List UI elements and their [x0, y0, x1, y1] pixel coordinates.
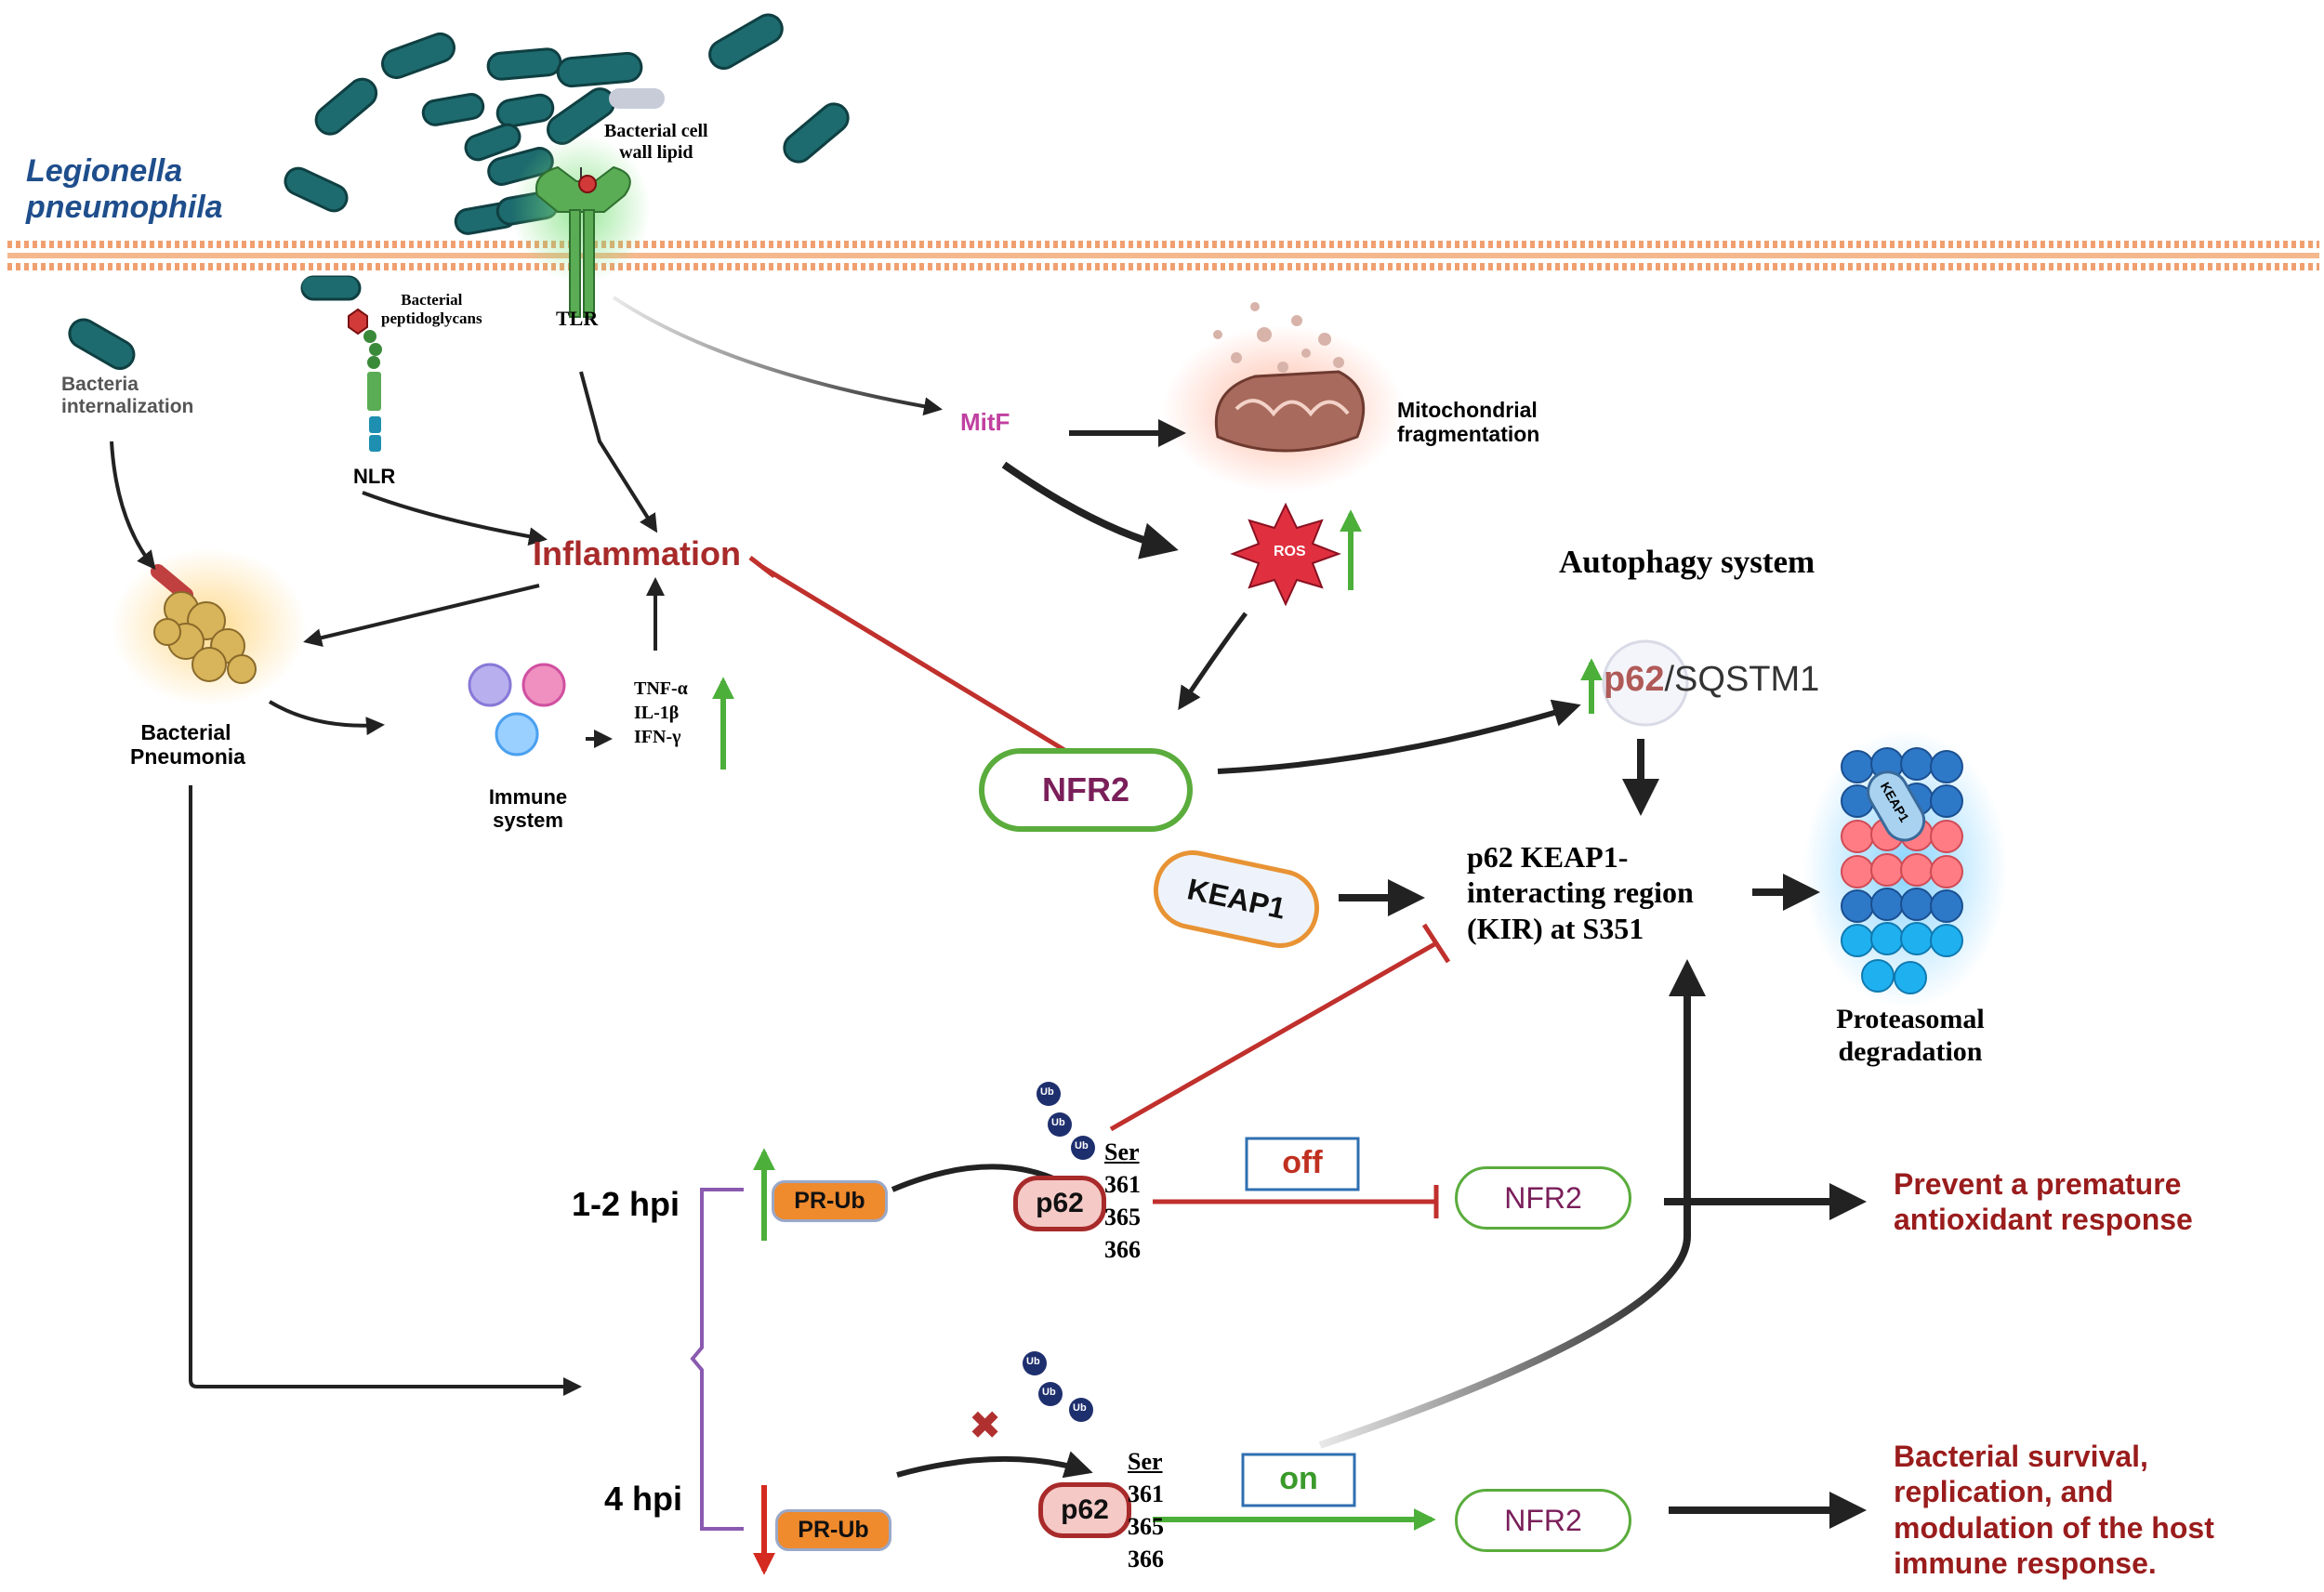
ub-label: Ub — [1075, 1140, 1089, 1151]
tlr-label: TLR — [556, 307, 599, 330]
lung-alveoli-icon — [112, 548, 307, 706]
proteasomal-line2: degradation — [1838, 1035, 1983, 1067]
ros-label: ROS — [1274, 544, 1306, 559]
ub-label: Ub — [1042, 1387, 1056, 1398]
blocked-x-icon: ✖ — [969, 1403, 1002, 1447]
signal-arrows — [110, 296, 1867, 1529]
mito-label: Mitochondrial fragmentation — [1397, 398, 1539, 447]
early-time-label: 1-2 hpi — [572, 1185, 680, 1223]
autophagy-title: Autophagy system — [1559, 544, 1816, 580]
regulation-arrows — [712, 509, 1603, 1575]
peptidoglycans-line2: peptidoglycans — [381, 309, 482, 327]
early-residue-365: 365 — [1104, 1204, 1141, 1231]
late-residue-365: 365 — [1128, 1513, 1164, 1541]
late-outcome-line2: replication, and — [1894, 1475, 2114, 1509]
late-outcome: Bacterial survival, replication, and mod… — [1894, 1439, 2214, 1582]
immune-line2: system — [493, 809, 563, 833]
early-prub-badge: PR-Ub — [772, 1180, 888, 1222]
early-residue-361: 361 — [1104, 1171, 1141, 1199]
immune-line1: Immune — [488, 785, 568, 809]
late-nfr2-node: NFR2 — [1455, 1489, 1631, 1552]
cell-membrane — [7, 241, 2319, 270]
proteasomal-label: Proteasomal degradation — [1808, 1004, 2013, 1068]
nlr-receptor-icon — [302, 277, 382, 452]
late-residue-list: Ser 361 365 366 — [1128, 1445, 1164, 1575]
cytokine-list: TNF-α IL-1β IFN-γ — [634, 677, 688, 749]
pneumonia-line2: Pneumonia — [130, 744, 245, 770]
proteasomal-line1: Proteasomal — [1836, 1004, 1985, 1034]
species-line2: pneumophila — [26, 190, 223, 226]
pneumonia-line1: Bacterial — [140, 720, 231, 744]
late-p62-node: p62 — [1038, 1482, 1131, 1538]
ub-label: Ub — [1026, 1356, 1040, 1367]
off-switch-box — [1245, 1137, 1360, 1191]
peptidoglycans-line1: Bacterial — [401, 291, 463, 309]
internalization-line1: Bacteria — [61, 374, 139, 395]
sqstm1-text: /SQSTM1 — [1664, 660, 1820, 699]
p62-halo — [1602, 639, 1689, 727]
early-ser-header: Ser — [1104, 1138, 1140, 1165]
ub-label: Ub — [1040, 1086, 1054, 1098]
late-outcome-line1: Bacterial survival, — [1894, 1440, 2148, 1473]
internalization-line2: internalization — [61, 396, 194, 418]
early-outcome-line1: Prevent a premature — [1894, 1167, 2182, 1201]
p62-text: p62 — [1604, 660, 1665, 699]
late-time-label: 4 hpi — [604, 1480, 683, 1518]
cytokine-tnf: TNF-α — [634, 678, 688, 699]
mitochondrion-icon — [1162, 302, 1404, 493]
kir-line1: p62 KEAP1- — [1467, 840, 1629, 874]
early-outcome: Prevent a premature antioxidant response — [1894, 1166, 2193, 1238]
ros-burst-icon — [1230, 502, 1341, 607]
pneumonia-label: Bacterial Pneumonia — [130, 720, 245, 770]
early-p62-node: p62 — [1013, 1176, 1106, 1231]
ub-label: Ub — [1073, 1402, 1087, 1414]
nfr2-node: NFR2 — [979, 748, 1193, 832]
immune-cells-icon — [468, 663, 566, 757]
late-ser-header: Ser — [1128, 1448, 1163, 1475]
peptidoglycans-label: Bacterial peptidoglycans — [381, 291, 482, 327]
tlr-receptor-icon — [511, 135, 651, 318]
mito-line1: Mitochondrial — [1397, 398, 1538, 422]
cytokine-ifng: IFN-γ — [634, 727, 681, 747]
mitf-label: MitF — [960, 408, 1010, 436]
late-residue-361: 361 — [1128, 1480, 1164, 1508]
time-brace — [690, 1188, 744, 1531]
p62-sqstm1-label: p62/SQSTM1 — [1604, 660, 1819, 701]
inhibition-lines — [748, 556, 1451, 1218]
ubiquitin-chain-icon — [1023, 1082, 1095, 1422]
species-title: Legionella pneumophila — [26, 153, 223, 226]
proteasome-icon — [1803, 730, 2008, 1008]
ub-label: Ub — [1051, 1117, 1065, 1128]
nlr-label: NLR — [353, 465, 396, 488]
on-switch-label: on — [1279, 1461, 1318, 1496]
late-outcome-line4: immune response. — [1894, 1546, 2157, 1581]
mito-line2: fragmentation — [1397, 422, 1540, 447]
late-outcome-line3: modulation of the host — [1894, 1510, 2214, 1545]
early-residue-list: Ser 361 365 366 — [1104, 1136, 1141, 1266]
kir-label: p62 KEAP1- interacting region (KIR) at S… — [1467, 839, 1694, 946]
species-line1: Legionella — [26, 153, 183, 189]
lipid-fragment-icon — [609, 88, 665, 109]
internalization-label: Bacteria internalization — [61, 374, 193, 418]
kir-line3: (KIR) at S351 — [1467, 911, 1644, 945]
cell-wall-lipid-line1: Bacterial cell — [604, 121, 708, 141]
on-switch-box — [1241, 1453, 1356, 1507]
early-outcome-line2: antioxidant response — [1894, 1203, 2193, 1237]
early-nfr2-node: NFR2 — [1455, 1166, 1631, 1230]
immune-label: Immune system — [477, 785, 579, 833]
inflammation-label: Inflammation — [533, 534, 742, 572]
late-residue-366: 366 — [1128, 1546, 1164, 1573]
cell-wall-lipid-label: Bacterial cell wall lipid — [604, 121, 708, 164]
cell-wall-lipid-line2: wall lipid — [619, 142, 693, 163]
late-prub-badge: PR-Ub — [775, 1509, 891, 1551]
off-switch-label: off — [1282, 1145, 1323, 1180]
early-residue-366: 366 — [1104, 1236, 1141, 1264]
kir-line2: interacting region — [1467, 875, 1694, 910]
cytokine-il1b: IL-1β — [634, 703, 680, 723]
